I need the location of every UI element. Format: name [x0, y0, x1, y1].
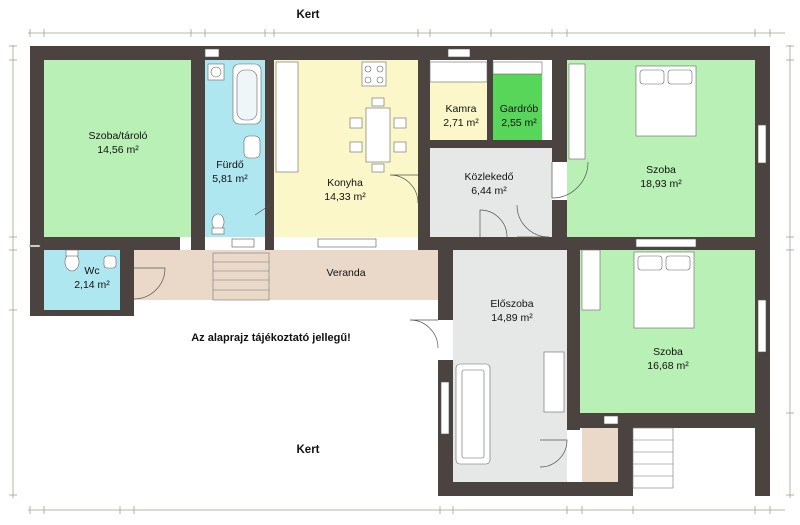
room-name: Konyha: [327, 177, 363, 189]
wardrobe-gardrob: [492, 61, 543, 75]
room-szoba-tarolo: [44, 60, 191, 237]
room-area: 16,68 m²: [647, 360, 689, 372]
room-area: 2,55 m²: [501, 117, 537, 129]
room-name: Kamra: [445, 103, 477, 115]
wardrobe-kamra: [429, 61, 488, 83]
room-name: Szoba: [646, 164, 676, 176]
room-area: 14,33 m²: [324, 191, 366, 203]
room-label-gardrob: Gardrób 2,55 m²: [500, 102, 539, 130]
dimension-lines: [9, 29, 794, 514]
room-veranda: [134, 250, 438, 300]
room-area: 14,89 m²: [491, 312, 533, 324]
room-area: 2,14 m²: [74, 279, 110, 291]
toilet: [211, 213, 225, 231]
dining-table: [365, 107, 391, 163]
stairs: [212, 252, 674, 489]
room-label-wc: Wc 2,14 m²: [74, 264, 110, 292]
room-label-szoba-tarolo: Szoba/tároló 14,56 m²: [89, 129, 148, 157]
room-label-eloszoba: Előszoba 14,89 m²: [490, 297, 533, 325]
room-label-furdo: Fürdő 5,81 m²: [212, 158, 248, 186]
room-label-szoba1: Szoba 18,93 m²: [640, 163, 681, 191]
wc-basin: [103, 255, 117, 269]
room-name: Gardrób: [499, 103, 539, 115]
room-name: Szoba: [653, 346, 683, 358]
furniture: [64, 61, 697, 465]
room-label-veranda: Veranda: [326, 266, 365, 280]
room-kozlekedo: [420, 148, 552, 237]
wardrobe-szoba2: [581, 249, 601, 311]
disclaimer-note: Az alaprajz tájékoztató jellegű!: [191, 332, 351, 344]
washing-machine: [207, 63, 225, 81]
room-label-kamra: Kamra 2,71 m²: [443, 102, 479, 130]
room-name: Közlekedő: [464, 171, 514, 183]
room-label-konyha: Konyha 14,33 m²: [324, 176, 365, 204]
outside-label-top: Kert: [296, 9, 320, 21]
room-name: Szoba/tároló: [88, 130, 148, 142]
room-area: 6,44 m²: [471, 185, 507, 197]
room-name: Veranda: [326, 267, 366, 279]
room-area: 5,81 m²: [212, 173, 248, 185]
room-fills: [44, 60, 755, 488]
washbasin: [243, 135, 261, 159]
shoe-cabinet: [543, 351, 565, 413]
kitchen-counter: [275, 61, 299, 173]
windows: [29, 48, 767, 435]
stove: [361, 61, 387, 87]
room-area: 14,56 m²: [97, 144, 139, 156]
room-name: Fürdő: [216, 159, 244, 171]
room-label-kozlekedo: Közlekedő 6,44 m²: [464, 170, 513, 198]
room-kamra: [430, 82, 487, 140]
room-name: Előszoba: [490, 298, 534, 310]
wardrobe-szoba1: [568, 63, 586, 160]
room-label-szoba2: Szoba 16,68 m²: [647, 345, 688, 373]
room-name: Wc: [84, 265, 100, 277]
room-area: 2,71 m²: [443, 117, 479, 129]
room-area: 18,93 m²: [640, 178, 682, 190]
room-gardrob: [493, 74, 542, 140]
doors: [133, 161, 589, 468]
outside-label-bottom: Kert: [296, 444, 320, 456]
